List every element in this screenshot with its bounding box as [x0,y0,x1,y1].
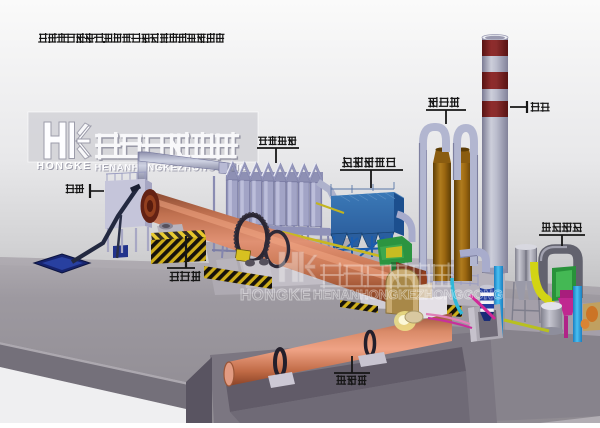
svg-text:HENANHONGKEZHONGGONG: HENANHONGKEZHONGGONG [95,163,248,174]
svg-text:HENANHONGKEZHONGGONG: HENANHONGKEZHONGGONG [96,164,249,175]
svg-text:HONGKE: HONGKE [37,160,92,172]
svg-text:HONGKE: HONGKE [38,161,93,173]
svg-text:HONGKE: HONGKE [240,287,311,304]
svg-text:HENANHONGKEZHONGGONG: HENANHONGKEZHONGGONG [313,287,503,302]
